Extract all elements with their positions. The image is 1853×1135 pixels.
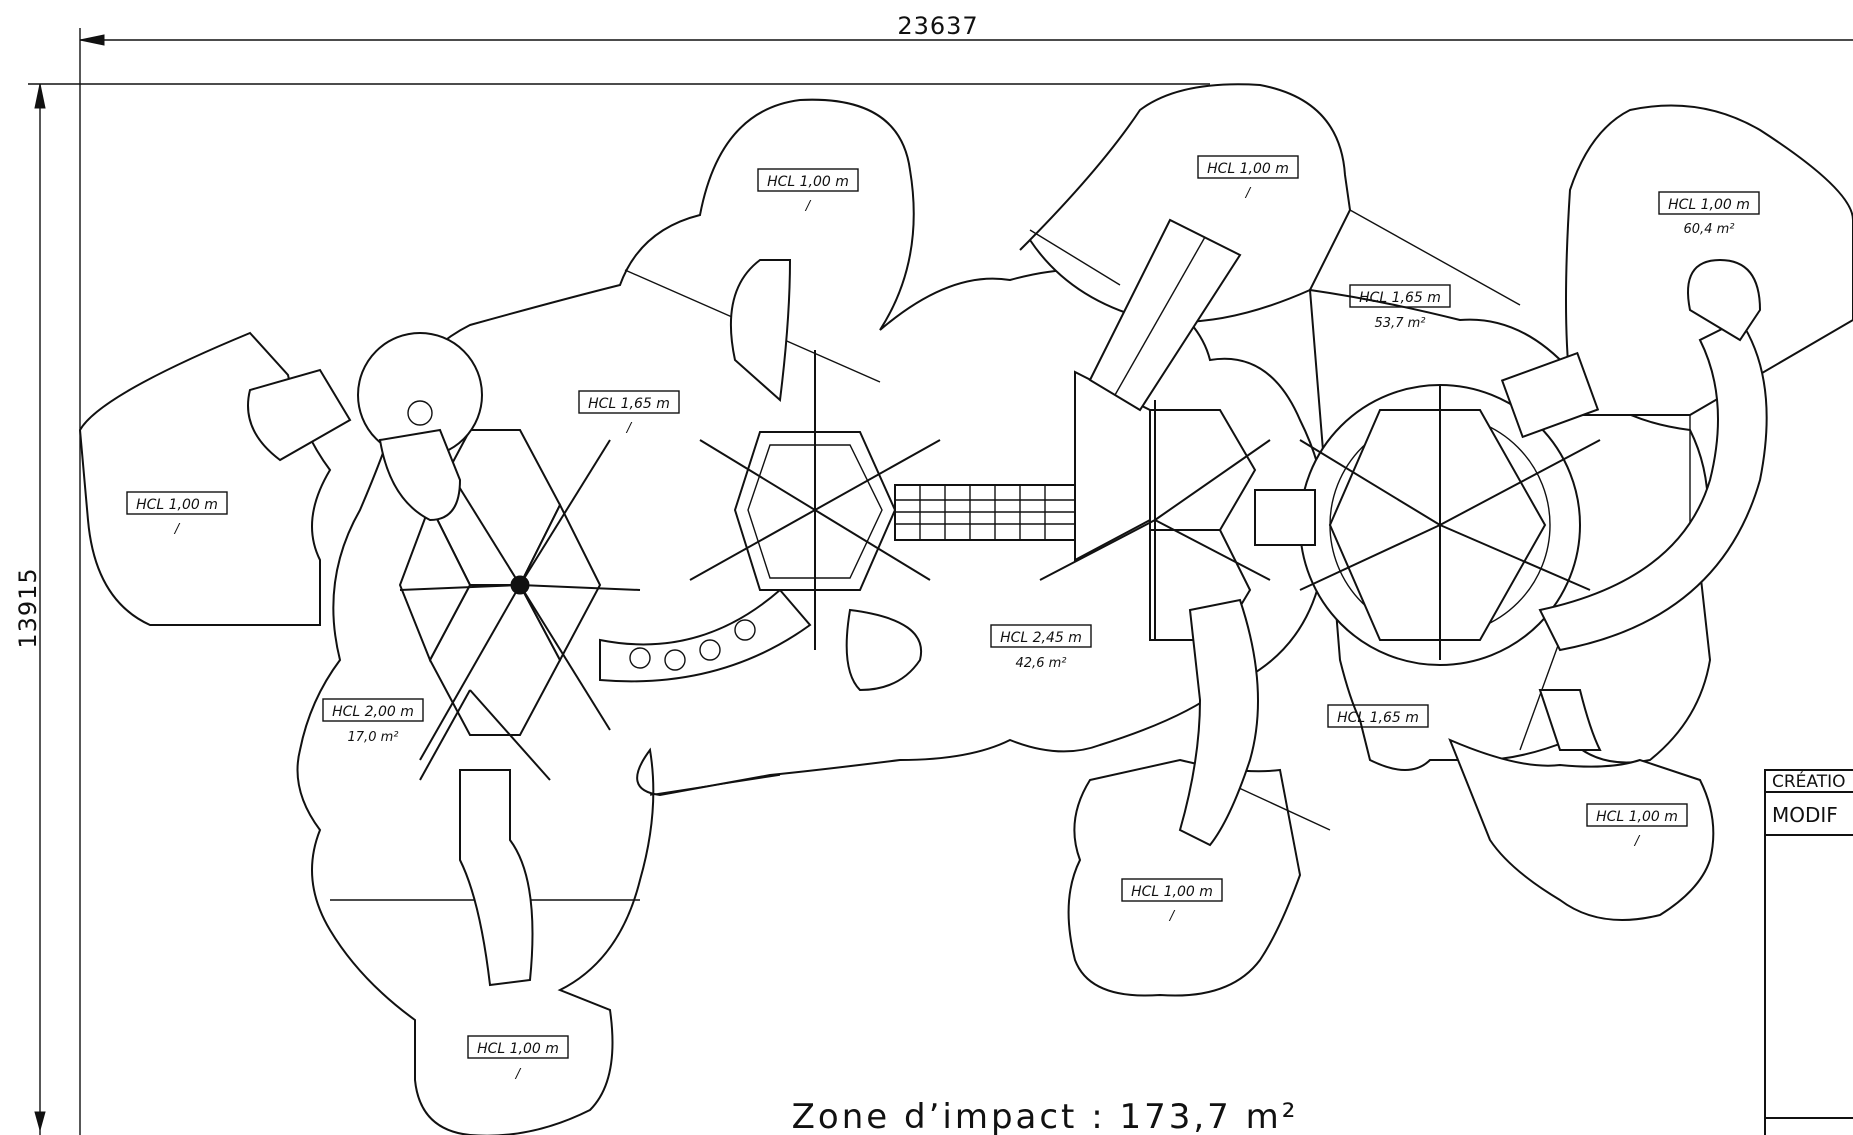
zone-label-right-upper: HCL 1,65 m 53,7 m² (1349, 284, 1451, 331)
zone-label-top-center: HCL 1,00 m / (1197, 155, 1299, 201)
svg-text:HCL 2,45 m: HCL 2,45 m (1000, 630, 1082, 646)
svg-text:HCL 1,65 m: HCL 1,65 m (1359, 290, 1441, 306)
impact-zone-total: Zone d’impact : 173,7 m² (792, 1097, 1299, 1135)
svg-text:HCL 1,65 m: HCL 1,65 m (588, 396, 670, 412)
svg-text:60,4 m²: 60,4 m² (1684, 222, 1735, 237)
svg-text:HCL 1,00 m: HCL 1,00 m (1131, 884, 1213, 900)
svg-text:/: / (1634, 834, 1641, 849)
left-bridge (599, 588, 812, 683)
title-block: CRÉATIO MODIF (1764, 769, 1853, 1135)
zone-labels: HCL 1,00 m / HCL 1,00 m / HCL 1,00 m 60,… (126, 155, 1760, 1082)
left-tower (398, 429, 641, 781)
svg-text:HCL 1,65 m: HCL 1,65 m (1337, 710, 1419, 726)
zone-label-center: HCL 2,45 m 42,6 m² (990, 624, 1092, 671)
zone-label-bottom-left: HCL 1,00 m / (467, 1035, 569, 1082)
zone-label-lower-right: HCL 1,00 m / (1586, 803, 1688, 849)
svg-text:HCL 1,00 m: HCL 1,00 m (767, 174, 849, 190)
right-center-tower (1039, 218, 1271, 847)
svg-text:/: / (174, 522, 181, 537)
svg-text:/: / (805, 199, 812, 214)
central-hex-platform (689, 259, 941, 692)
svg-text:42,6 m²: 42,6 m² (1016, 656, 1067, 671)
bottom-left-slide (459, 769, 534, 987)
svg-text:HCL 2,00 m: HCL 2,00 m (332, 704, 414, 720)
straight-bridge (894, 484, 1081, 541)
width-dimension: 23637 (79, 12, 1853, 1135)
height-dimension: 13915 (14, 83, 1210, 1135)
svg-text:17,0 m²: 17,0 m² (348, 730, 399, 745)
svg-text:/: / (1245, 186, 1252, 201)
zone-label-lower-left: HCL 2,00 m 17,0 m² (322, 698, 424, 745)
zone-label-lower-center-right: HCL 1,65 m (1327, 704, 1429, 728)
svg-text:53,7 m²: 53,7 m² (1375, 316, 1426, 331)
svg-text:/: / (515, 1067, 522, 1082)
width-dimension-label: 23637 (897, 12, 978, 40)
svg-text:/: / (1169, 909, 1176, 924)
title-block-modif-label: MODIF (1772, 803, 1838, 827)
zone-label-left: HCL 1,00 m / (126, 491, 228, 537)
zone-label-lower-center: HCL 1,00 m / (1121, 878, 1223, 924)
height-dimension-label: 13915 (14, 567, 42, 648)
svg-text:/: / (626, 421, 633, 436)
left-spiral-slide (247, 332, 483, 522)
zone-label-top-right: HCL 1,00 m 60,4 m² (1658, 191, 1760, 237)
svg-text:HCL 1,00 m: HCL 1,00 m (1596, 809, 1678, 825)
svg-text:HCL 1,00 m: HCL 1,00 m (477, 1041, 559, 1057)
title-block-creation-label: CRÉATIO (1772, 770, 1846, 792)
zone-label-center-left: HCL 1,65 m / (578, 390, 680, 436)
svg-text:HCL 1,00 m: HCL 1,00 m (1207, 161, 1289, 177)
svg-text:HCL 1,00 m: HCL 1,00 m (1668, 197, 1750, 213)
svg-text:HCL 1,00 m: HCL 1,00 m (136, 497, 218, 513)
zone-label-top-left: HCL 1,00 m / (757, 168, 859, 214)
right-tower-spiral (1254, 258, 1768, 751)
